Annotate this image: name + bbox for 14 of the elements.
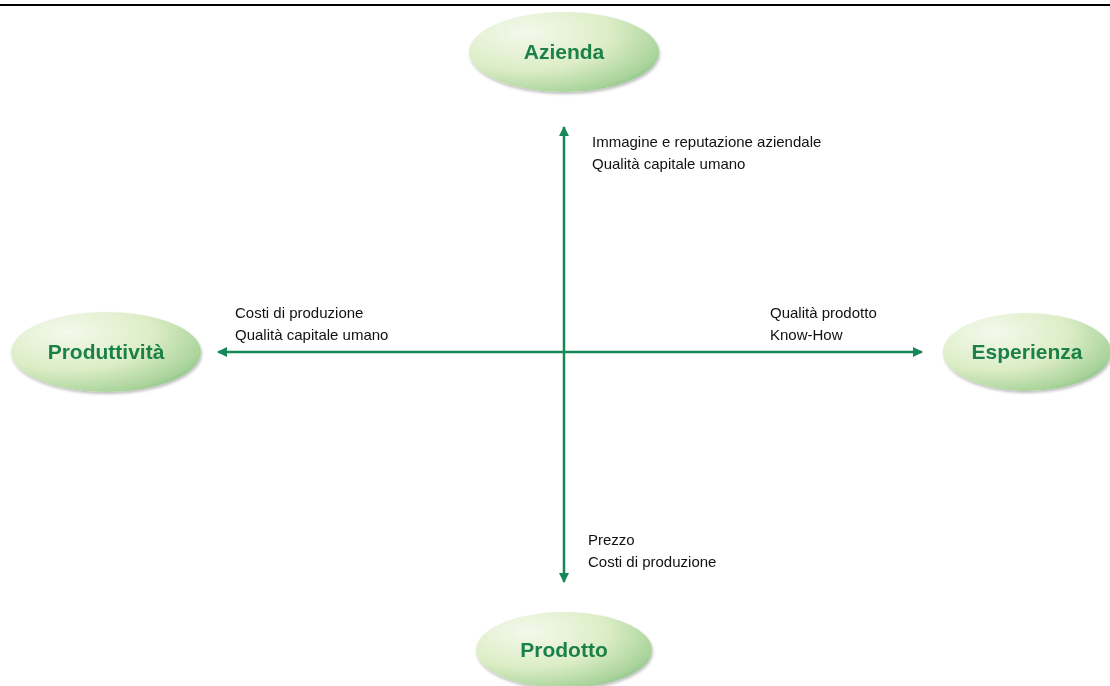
axis-note: Immagine e reputazione aziendale [592,133,822,151]
node-label: Esperienza [971,340,1083,364]
node-label: Prodotto [520,638,608,662]
axis-note: Qualità capitale umano [592,155,746,173]
node-label: Produttività [47,340,165,364]
node-label: Azienda [523,40,605,64]
double-arrow [559,126,569,583]
double-arrow [217,347,923,357]
axis-note: Qualità capitale umano [235,326,389,344]
axis-note: Costi di produzione [588,553,717,571]
axis-note: Prezzo [588,531,635,549]
axis-note: Qualità prodotto [770,304,877,322]
axis-note: Costi di produzione [235,304,364,322]
axis-note: Know-How [770,326,843,344]
